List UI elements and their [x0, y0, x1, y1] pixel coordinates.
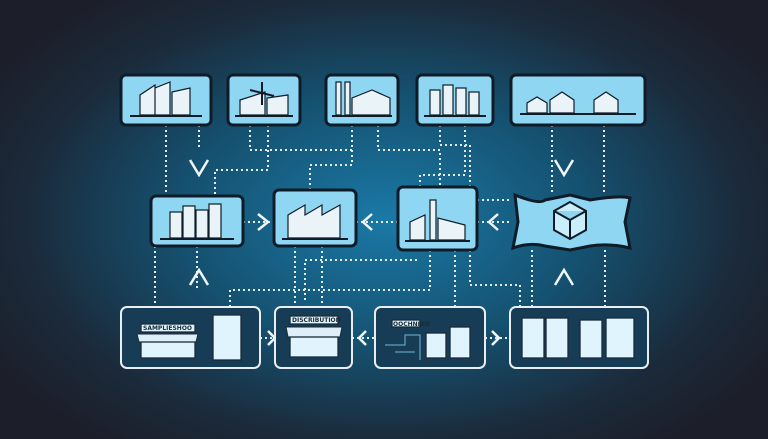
node-processing-plant[interactable] — [396, 185, 479, 252]
distribution-sign: DISCRIBUTION — [292, 317, 341, 324]
node-silo-plant[interactable] — [415, 73, 495, 127]
node-logistics-office[interactable]: OOCHNIDD — [374, 306, 486, 369]
office-sign: OOCHNIDD — [393, 321, 430, 328]
node-wind-factory[interactable] — [226, 73, 302, 127]
node-manufacturing-plant[interactable] — [272, 188, 358, 248]
node-warehouses[interactable] — [509, 73, 647, 127]
node-retail-store[interactable]: SAMPLIESHOO — [120, 306, 261, 369]
arrows — [188, 159, 575, 346]
node-power-plant[interactable] — [324, 73, 400, 127]
node-hub-cube[interactable] — [511, 192, 632, 252]
node-city-buildings[interactable] — [149, 194, 245, 248]
node-distribution-store[interactable]: DISCRIBUTION — [274, 306, 353, 369]
retail-sign: SAMPLIESHOO — [143, 325, 192, 332]
node-factory-1[interactable] — [119, 73, 213, 127]
node-outlets[interactable] — [509, 306, 649, 369]
